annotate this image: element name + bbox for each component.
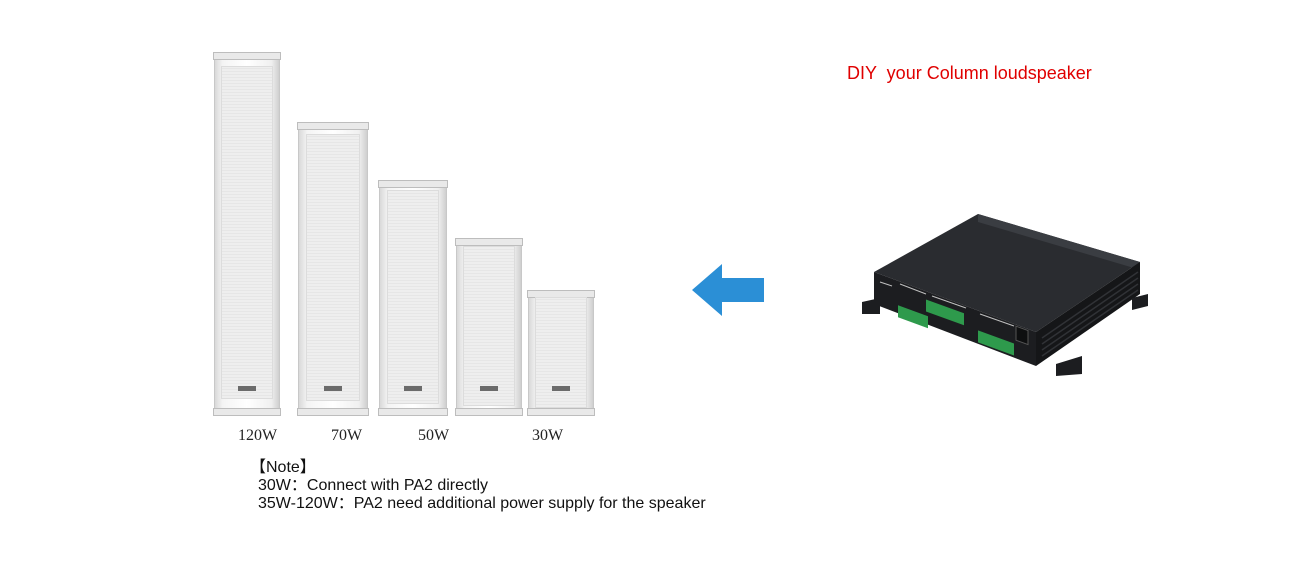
speaker-120w-image	[213, 52, 281, 416]
speaker-50w-image	[378, 180, 448, 416]
speaker-label-120w: 120W	[238, 427, 278, 444]
speaker-30w-image	[527, 290, 595, 416]
pa2-amplifier-image	[862, 214, 1148, 376]
speaker-label-70w: 70W	[331, 427, 363, 444]
speaker-label-30w: 30W	[532, 427, 564, 444]
page-title: DIY your Column loudspeaker	[847, 63, 1092, 83]
speaker-35w-image	[455, 238, 523, 416]
speaker-label-50w: 50W	[418, 427, 450, 444]
speaker-70w-image	[297, 122, 369, 416]
note-line-1: 30W：Connect with PA2 directly	[258, 477, 489, 494]
left-arrow-icon	[692, 264, 764, 316]
note-line-2: 35W-120W：PA2 need additional power suppl…	[258, 495, 706, 512]
note-heading: 【Note】	[250, 459, 316, 476]
